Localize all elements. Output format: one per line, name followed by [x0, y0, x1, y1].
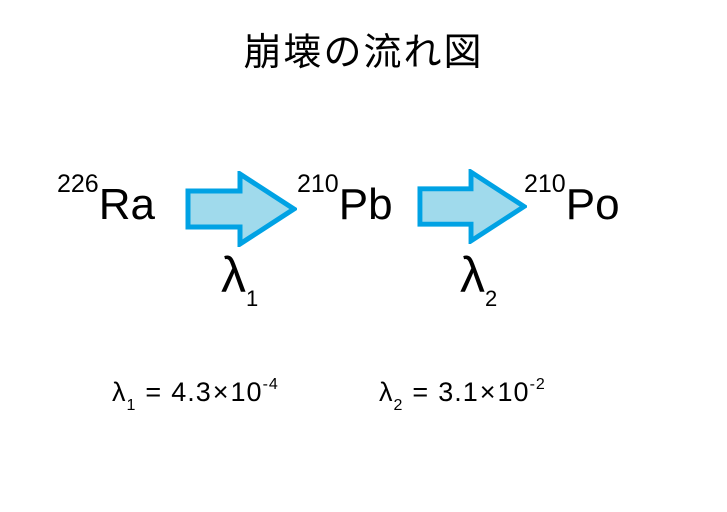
nuclide-po: 210Po [524, 172, 620, 229]
decay-arrow-1-icon [185, 171, 297, 247]
eq1-lambda: λ [112, 377, 127, 407]
eq1-base: 10 [230, 377, 263, 407]
eq1-subscript: 1 [126, 397, 137, 414]
eq2-exponent: -2 [529, 376, 546, 393]
slide-title: 崩壊の流れ図 [243, 32, 484, 74]
eq1-mantissa: 4.3 [171, 377, 212, 407]
right-block-arrow-shape-1 [185, 171, 297, 247]
eq2-lambda: λ [379, 377, 394, 407]
eq1-times-sign: × [212, 377, 230, 407]
equation-lambda1: λ1 = 4.3×10-4 [112, 376, 279, 414]
decay-constant-label-1: λ1 [221, 247, 258, 310]
lambda1-subscript: 1 [246, 286, 259, 311]
eq1-exponent: -4 [262, 376, 279, 393]
eq2-subscript: 2 [393, 397, 404, 414]
lambda2-subscript: 2 [485, 286, 498, 311]
element-symbol-ra: Ra [98, 180, 155, 229]
equation-lambda2: λ2 = 3.1×10-2 [379, 376, 546, 414]
eq2-times-sign: × [479, 377, 497, 407]
decay-constant-label-2: λ2 [460, 247, 497, 310]
lambda1-symbol: λ [221, 247, 246, 303]
eq2-base: 10 [497, 377, 530, 407]
element-symbol-pb: Pb [338, 180, 393, 229]
mass-number-po: 210 [524, 170, 566, 198]
right-block-arrow-shape-2 [417, 169, 527, 244]
decay-arrow-2-icon [417, 169, 527, 244]
eq2-mantissa: 3.1 [438, 377, 479, 407]
lambda2-symbol: λ [460, 247, 485, 303]
element-symbol-po: Po [565, 180, 620, 229]
nuclide-ra: 226Ra [57, 172, 155, 229]
eq1-equals: = [145, 377, 163, 407]
nuclide-pb: 210Pb [297, 172, 393, 229]
mass-number-ra: 226 [57, 170, 99, 198]
mass-number-pb: 210 [297, 170, 339, 198]
eq2-equals: = [412, 377, 430, 407]
